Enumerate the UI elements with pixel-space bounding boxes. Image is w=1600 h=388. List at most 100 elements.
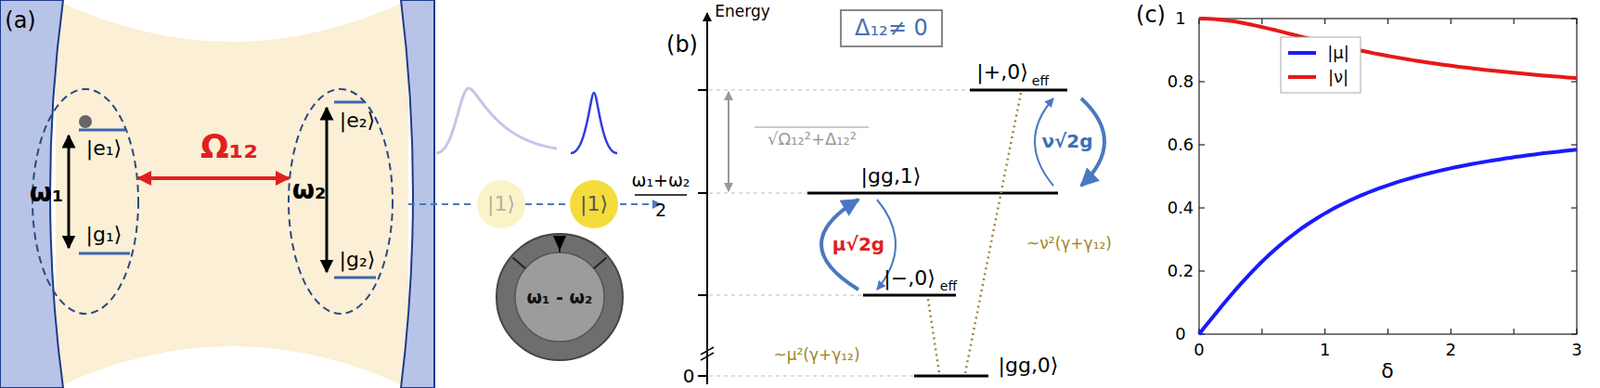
- graphic-line: [914, 374, 989, 378]
- axis-break: [700, 347, 714, 361]
- graphic-line: [1324, 18, 1326, 25]
- label: |+,0⟩: [976, 61, 1028, 84]
- graphic-line: [334, 276, 376, 280]
- legend-box: [1280, 37, 1361, 93]
- graphic-line: [1450, 18, 1452, 25]
- node-label: |e₁⟩: [86, 137, 122, 160]
- node-label: ω₁: [29, 179, 65, 208]
- graphic-line: [1199, 143, 1205, 145]
- label: 1: [1319, 340, 1330, 360]
- graphic-line: [709, 375, 915, 377]
- graphic-line: [1571, 80, 1577, 82]
- graphic-line: [1513, 18, 1515, 25]
- graphic-circle: [569, 180, 619, 229]
- legend-sample: [1288, 51, 1317, 55]
- sqrt-bar: [754, 126, 869, 128]
- graphic-line: [697, 192, 708, 194]
- graphic-line: [78, 129, 126, 132]
- atom-ellipse: |e₂⟩ |g₂⟩ ω₂: [287, 88, 394, 315]
- label: ~μ²(γ+γ₁₂): [773, 346, 860, 364]
- label: 1: [1174, 9, 1186, 28]
- mu-curve: [1199, 149, 1577, 335]
- node-label: Δ₁₂≠ 0: [854, 15, 929, 40]
- graphic-circle: [515, 252, 605, 342]
- connector: [525, 203, 570, 206]
- label: 0.2: [1167, 261, 1195, 281]
- splitting-bracket: [727, 91, 730, 192]
- label: δ: [1380, 360, 1394, 383]
- label: |gg,1⟩: [861, 165, 922, 188]
- graphic-line: [709, 193, 808, 194]
- graphic-line: [1571, 143, 1577, 145]
- broad-pulse: [436, 88, 557, 154]
- sqrt-label: √Ω₁₂²+Δ₁₂²: [767, 129, 857, 149]
- label: 3: [1571, 340, 1582, 360]
- node-label: |1⟩: [487, 193, 516, 216]
- label: (c): [1135, 2, 1166, 27]
- energy-axis: [706, 12, 709, 385]
- graphic-line: [807, 192, 1059, 195]
- guide-lines: [709, 90, 970, 376]
- label: Energy: [714, 2, 771, 21]
- photon-circle: |1⟩: [569, 180, 619, 229]
- label: 0.8: [1167, 72, 1195, 91]
- node-label: |g₂⟩: [339, 248, 376, 271]
- axis-ticks: [697, 90, 708, 376]
- graphic-line: [1324, 328, 1326, 335]
- left-mirror: [0, 0, 64, 388]
- label: ω₁+ω₂: [632, 170, 691, 191]
- node-label: ω₂: [292, 176, 327, 206]
- graphic-line: [1575, 328, 1577, 335]
- label: |−,0⟩: [883, 267, 935, 290]
- label: μ√2g: [832, 233, 885, 255]
- label: 2: [1445, 340, 1457, 360]
- fraction-bar: [634, 193, 687, 196]
- graphic-line: [593, 258, 607, 270]
- graphic-line: [928, 298, 940, 374]
- graphic-line: [863, 294, 956, 297]
- label: eff: [940, 279, 957, 294]
- graphic-line: [78, 252, 130, 256]
- nu-curve: [1199, 18, 1577, 78]
- graphic-line: [1513, 328, 1515, 335]
- graphic-line: [1199, 270, 1205, 271]
- detector-dial: ω₁ - ω₂: [494, 232, 625, 362]
- graphic-line: [1571, 333, 1577, 335]
- label: 0.6: [1167, 135, 1195, 155]
- legend-sample: [1288, 75, 1317, 79]
- condition-box: Δ₁₂≠ 0: [839, 9, 943, 48]
- graphic-line: [1199, 80, 1205, 82]
- node-label: |e₂⟩: [339, 109, 375, 132]
- photon-path: [619, 203, 661, 206]
- node-label: |g₁⟩: [86, 223, 123, 246]
- label: 2: [655, 200, 667, 220]
- graphic-line: [697, 294, 708, 297]
- graphic-line: [1571, 270, 1577, 271]
- graphic-line: [1571, 206, 1577, 208]
- graphic-line: [709, 90, 970, 91]
- graphic-ellipse: [288, 89, 393, 314]
- graphic-line: [709, 295, 864, 297]
- decay-lines: [928, 92, 1021, 374]
- graphic-line: [512, 258, 526, 270]
- label: |gg,0⟩: [998, 354, 1059, 377]
- graphic-line: [697, 89, 708, 91]
- graphic-line: [1571, 17, 1577, 19]
- graphic-path: [553, 235, 567, 251]
- node-label: |1⟩: [580, 193, 608, 216]
- graphic-line: [969, 89, 1068, 92]
- graphic-line: [1261, 18, 1263, 25]
- excitation-dot: [78, 115, 92, 129]
- label: 0: [1193, 340, 1204, 360]
- graphic-line: [334, 101, 364, 104]
- graphic-line: [1261, 328, 1263, 335]
- graphic-circle: [477, 180, 526, 229]
- atom-levels: [78, 102, 376, 278]
- graphic-line: [1450, 328, 1452, 335]
- cavity-mode: [55, 0, 409, 388]
- atom-ellipse: |e₁⟩ |g₁⟩ ω₁: [31, 88, 140, 315]
- graphic-line: [1387, 18, 1389, 25]
